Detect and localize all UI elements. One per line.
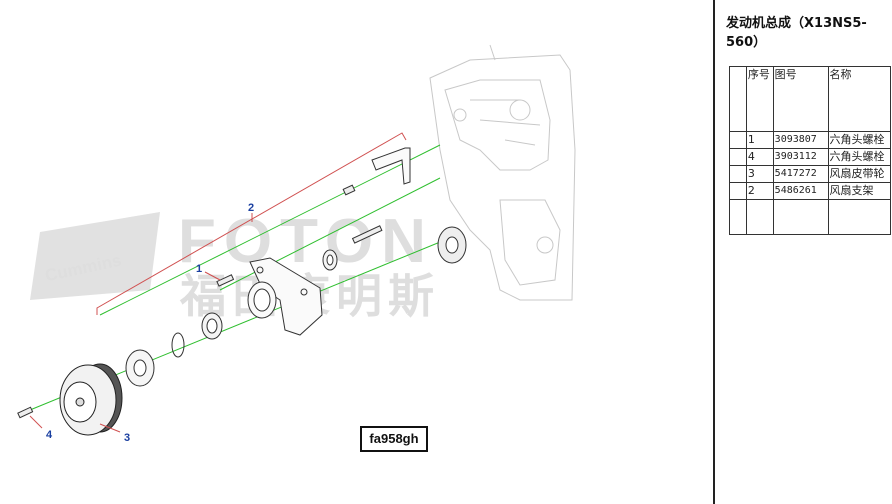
table-filler-row	[729, 199, 892, 235]
callout-3: 3	[124, 432, 130, 444]
table-row[interactable]: 3 5417272 风扇皮带轮	[729, 165, 892, 183]
diagram-svg: Cummins FOTON 福田康明斯	[17, 44, 576, 444]
table-row[interactable]: 1 3093807 六角头螺栓	[729, 131, 892, 149]
row-part-no: 5417272	[772, 165, 829, 183]
bearing-parts	[171, 249, 338, 358]
row-name: 风扇皮带轮	[827, 165, 892, 183]
row-seq: 1	[745, 131, 774, 149]
row-blank	[729, 182, 747, 200]
bolt-parts	[17, 184, 383, 419]
table-header-row: 序号 图号 名称	[729, 66, 892, 132]
row-seq: 4	[745, 148, 774, 166]
panel-title: 发动机总成（X13NS5-560）	[726, 16, 867, 50]
header-seq: 序号	[745, 66, 774, 132]
watermark-latin: FOTON	[178, 207, 434, 276]
row-part-no: 3903112	[772, 148, 829, 166]
callout-2: 2	[248, 202, 254, 214]
hub-part	[125, 349, 155, 387]
mount-plate-part	[371, 147, 411, 185]
engine-block-outline	[429, 44, 576, 301]
row-name: 六角头螺栓	[827, 131, 892, 149]
row-blank	[729, 165, 747, 183]
callout-1: 1	[196, 263, 202, 275]
row-seq: 2	[745, 182, 774, 200]
callout-2-bracket	[96, 132, 407, 315]
callout-4: 4	[46, 429, 53, 441]
exploded-diagram: Cummins FOTON 福田康明斯	[17, 44, 576, 452]
parts-table: 序号 图号 名称 1 3093807 六角头螺栓 4 3903112 六角头螺栓…	[729, 66, 892, 235]
watermark-logo-shape	[30, 212, 160, 300]
row-blank	[729, 148, 747, 166]
table-row[interactable]: 4 3903112 六角头螺栓	[729, 148, 892, 166]
watermark: Cummins FOTON 福田康明斯	[30, 207, 434, 322]
crank-pulley-part	[437, 226, 467, 264]
row-seq: 3	[745, 165, 774, 183]
header-blank	[729, 66, 747, 132]
fan-bracket-part	[247, 257, 323, 336]
row-name: 六角头螺栓	[827, 148, 892, 166]
callout-leaders	[29, 271, 221, 433]
header-part-no: 图号	[772, 66, 829, 132]
panel-divider	[713, 0, 715, 504]
row-part-no: 5486261	[772, 182, 829, 200]
row-part-no: 3093807	[772, 131, 829, 149]
diagram-code-box: fa958gh	[360, 426, 428, 452]
fan-pulley-part	[59, 363, 123, 436]
table-row[interactable]: 2 5486261 风扇支架	[729, 182, 892, 200]
parts-panel: 发动机总成（X13NS5-560） 序号 图号 名称 1 3093807 六角头…	[719, 0, 892, 504]
row-blank	[729, 131, 747, 149]
row-name: 风扇支架	[827, 182, 892, 200]
header-name: 名称	[827, 66, 892, 132]
